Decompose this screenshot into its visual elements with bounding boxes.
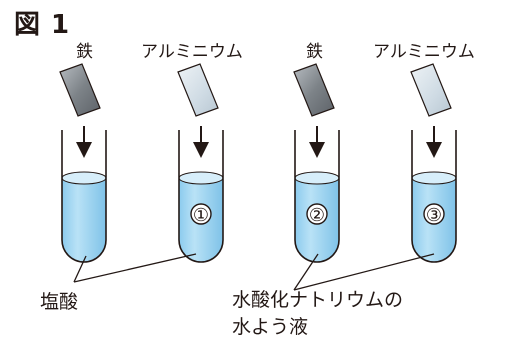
test-tube-3: ② [293, 63, 340, 263]
label-hydrochloric-acid: 塩酸 [40, 291, 79, 313]
tube-number-2: ② [309, 205, 325, 226]
tube-number-circle-1 [190, 203, 212, 225]
liquid-surface-4 [411, 171, 457, 185]
leader-lines [73, 253, 435, 291]
tube-glass-1 [61, 130, 107, 263]
liquid-1 [62, 178, 106, 262]
tube-number-circle-3 [423, 203, 445, 225]
leader-line-hcl-2 [73, 253, 197, 283]
iron-piece-2 [293, 63, 335, 117]
leader-line-naoh-1 [293, 253, 319, 291]
test-tube-4: ③ [410, 63, 457, 263]
metal-label-iron-1: 鉄 [76, 42, 93, 62]
tube-number-3: ③ [426, 205, 442, 226]
test-tube-1 [59, 63, 107, 263]
label-sodium-hydroxide-line1: 水酸化ナトリウムの [232, 289, 404, 311]
liquid-surface-1 [61, 171, 107, 185]
iron-piece-1 [59, 63, 101, 117]
metal-label-iron-2: 鉄 [306, 42, 323, 62]
tube-number-circle-2 [306, 203, 328, 225]
aluminum-piece-1 [177, 63, 219, 117]
aluminum-piece-2 [410, 63, 452, 117]
leader-line-hcl-1 [73, 255, 87, 283]
test-tube-2: ① [177, 63, 224, 263]
liquid-surface-2 [178, 171, 224, 185]
figure-title: 図 1 [14, 10, 71, 40]
metal-label-aluminum-1: アルミニウム [141, 42, 243, 62]
tube-glass-2 [178, 130, 224, 263]
label-sodium-hydroxide-line2: 水よう液 [232, 316, 309, 338]
leader-line-naoh-2 [293, 253, 435, 291]
metal-label-aluminum-2: アルミニウム [373, 42, 475, 62]
liquid-surface-3 [294, 171, 340, 185]
tube-glass-4 [411, 130, 457, 263]
tube-number-1: ① [193, 205, 209, 226]
tube-glass-3 [294, 130, 340, 263]
